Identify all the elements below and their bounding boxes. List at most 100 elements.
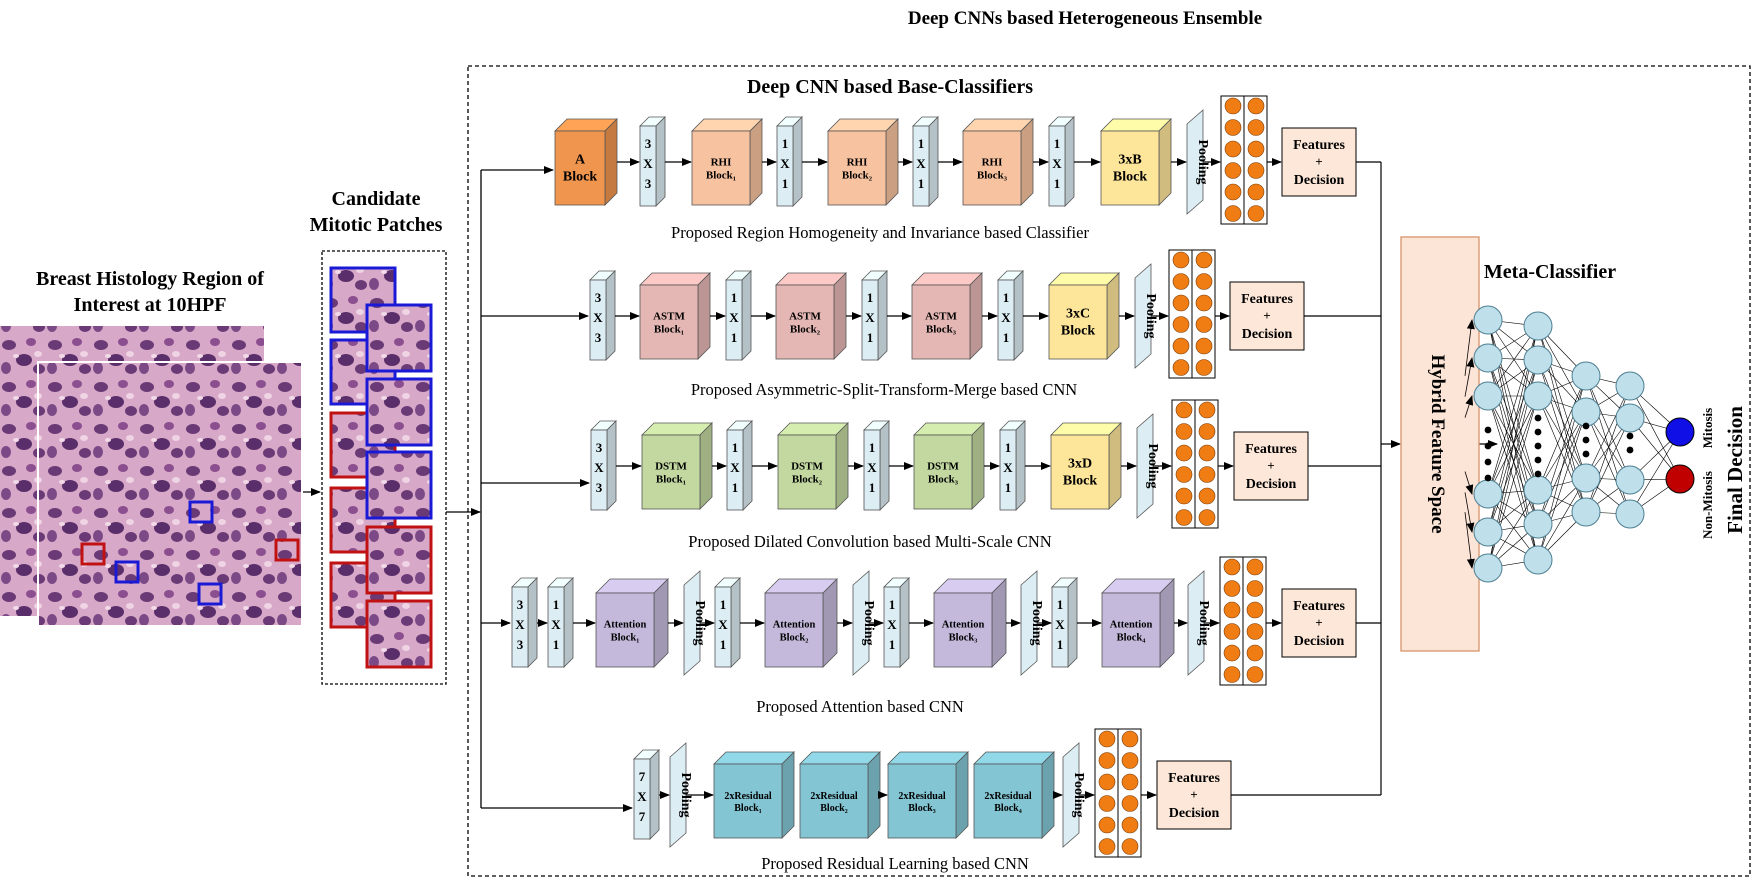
patches-title: Candidate [332,188,421,210]
feature-neuron [1098,838,1116,855]
meta-node [1523,381,1553,411]
row5-residual-block-2 [799,751,881,839]
feature-neuron [1195,294,1213,312]
meta-node [1473,553,1503,583]
feature-neuron [1121,773,1139,791]
row1-pooling: Pooling [1186,109,1210,215]
feature-neuron [1224,205,1242,222]
meta-node [1523,509,1553,539]
meta-node [1571,497,1601,527]
row4-pooling-d: Pooling [1187,570,1211,676]
meta-input-arrow [1464,512,1475,569]
meta-node [1473,517,1503,547]
row5-features-decision-decision: Decision [1169,806,1220,821]
row3-dstm-block-2 [777,422,849,510]
feature-neuron [1246,666,1264,683]
meta-ellipsis-dot [1534,414,1542,422]
feature-neuron [1198,444,1216,462]
row5-features-decision-plus: + [1190,787,1197,802]
mitosis-label: Mitosis [1700,408,1715,448]
meta-node [1571,397,1601,427]
row5-pooling-b: Pooling [1062,742,1086,848]
meta-node [1473,479,1503,509]
row1-caption: Proposed Region Homogeneity and Invarian… [671,223,1089,242]
meta-input-arrow [1464,357,1475,397]
meta-node [1571,361,1601,391]
feature-neuron [1198,509,1216,526]
row1-conv-1x1-a [776,116,803,207]
meta-ellipsis-dot [1582,450,1590,458]
feature-neuron [1246,580,1264,597]
row1-features-decision-features: Features [1293,138,1345,153]
feature-neuron [1172,337,1190,355]
non-mitosis-node [1665,464,1695,494]
feature-neuron [1098,816,1116,834]
row3-3xd-block [1050,422,1122,510]
row3-pooling: Pooling [1136,413,1160,519]
meta-node [1571,463,1601,493]
row2-pooling-label: Pooling [1143,293,1158,338]
row5-pooling-a-label: Pooling [678,772,693,817]
row4-features-decision-features: Features [1293,599,1345,614]
meta-node [1615,403,1645,433]
row2-3xc-block [1048,272,1120,360]
row4-attention-block-3 [933,578,1007,668]
row1-pooling-label: Pooling [1195,139,1210,184]
row4-conv-1x1-b [714,577,741,668]
row2-conv-1x1-a [725,270,752,361]
feature-neuron [1195,359,1213,376]
feature-neuron [1198,423,1216,440]
feature-neuron [1175,444,1193,462]
feature-neuron [1246,644,1264,662]
row2-conv-1x1-c [997,270,1024,361]
row4-pooling-c-label: Pooling [1029,600,1044,645]
mitosis-node [1665,417,1695,447]
row3-pooling-label: Pooling [1145,443,1160,488]
meta-ellipsis-dot [1582,422,1590,430]
feature-neuron [1121,752,1139,769]
meta-node [1473,343,1503,373]
meta-node [1523,345,1553,375]
row3-features-decision-plus: + [1267,458,1274,473]
feature-neuron [1224,162,1242,179]
row5-features-decision-features: Features [1168,771,1220,786]
row4-feature-neurons [1219,556,1267,686]
row3-conv-1x1-a [726,420,753,511]
row3-conv-1x1-b [863,420,890,511]
row2-conv-3x3 [589,270,616,361]
feature-neuron [1247,97,1265,115]
feature-neuron [1121,816,1139,834]
row3-features-decision-features: Features [1245,442,1297,457]
feature-neuron [1224,183,1242,201]
feature-neuron [1246,623,1264,640]
feature-neuron [1098,730,1116,748]
feature-neuron [1121,730,1139,748]
row2-conv-1x1-b [861,270,888,361]
row4-pooling-d-label: Pooling [1196,600,1211,645]
feature-neuron [1246,558,1264,576]
feature-neuron [1195,316,1213,333]
feature-neuron [1247,140,1265,158]
feature-neuron [1121,838,1139,855]
row4-pooling-b: Pooling [852,570,876,676]
row4-pooling-b-label: Pooling [861,600,876,645]
row3-dstm-block-1 [641,422,713,510]
